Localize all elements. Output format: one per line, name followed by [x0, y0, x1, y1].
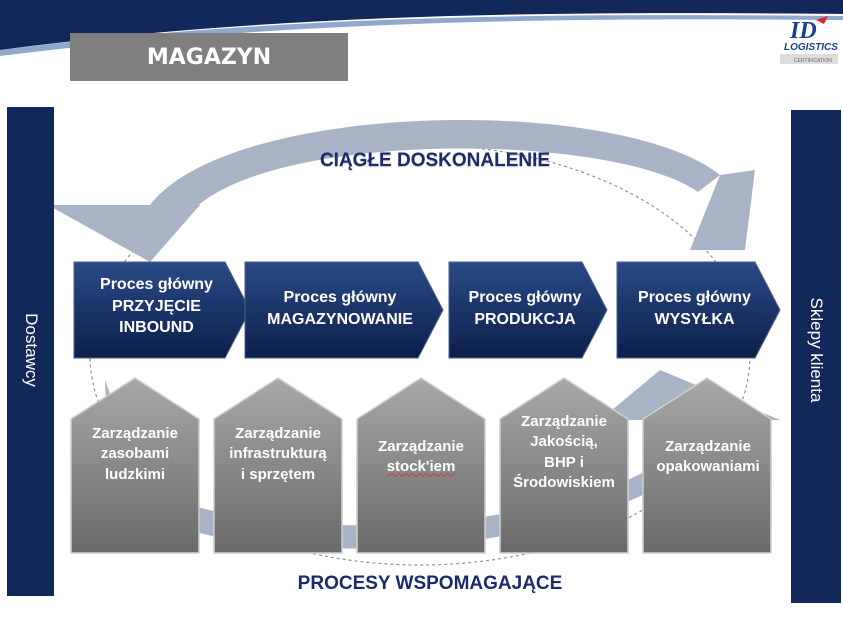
support-quality-text: Zarządzanie Jakością, BHP i Środowiskiem: [513, 413, 615, 491]
support-pentagon-stock: [356, 377, 486, 554]
process-arrow-shipping: [616, 261, 781, 359]
left-bar: [7, 107, 54, 596]
logo-sub: LOGISTICS: [784, 42, 838, 53]
support-pentagon-packaging: [642, 377, 772, 554]
logo-brand: ID: [789, 18, 817, 44]
process-arrow-inbound: [73, 261, 251, 359]
process-storage-text: Proces główny MAGAZYNOWANIE: [267, 289, 413, 328]
support-pentagon-hr: [70, 377, 200, 554]
support-stock-text: Zarządzanie stock'iem: [378, 438, 464, 476]
process-shipping-text: Proces główny WYSYŁKA: [638, 289, 751, 328]
support-label: PROCESY WSPOMAGAJĄCE: [297, 573, 563, 594]
page-title: MAGAZYN: [70, 33, 348, 81]
process-arrow-storage: [244, 261, 444, 359]
support-hr-text: Zarządzanie zasobami ludzkimi: [92, 425, 178, 483]
support-infrastructure-text: Zarządzanie infrastrukturą i sprzętem: [229, 425, 327, 483]
right-bar: [791, 110, 841, 603]
logo-badge: CERTIFICATION: [794, 58, 832, 64]
support-packaging-text: Zarządzanie opakowaniami: [656, 438, 760, 476]
support-pentagon-quality: [499, 377, 629, 554]
logo: ID LOGISTICS CERTIFICATION: [780, 16, 838, 64]
process-arrow-production: [448, 261, 608, 359]
process-inbound-text: Proces główny PRZYJĘCIE INBOUND: [100, 276, 213, 337]
support-pentagon-infrastructure: [213, 377, 343, 554]
process-production-text: Proces główny PRODUKCJA: [468, 289, 582, 328]
cycle-label: CIĄGŁE DOSKONALENIE: [319, 150, 551, 171]
